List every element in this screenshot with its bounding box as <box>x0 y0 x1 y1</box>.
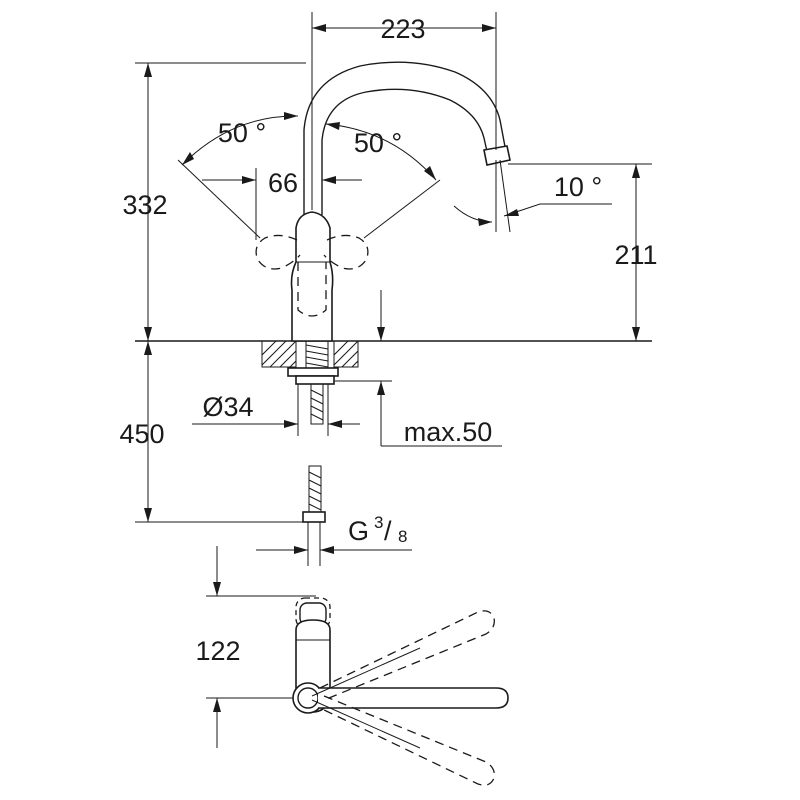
deck-section-left <box>261 340 297 368</box>
top-view-angle-line-lower <box>311 699 421 749</box>
dimension-spout-height: 211 <box>508 163 658 341</box>
dimension-thread-size-numerator: 3 <box>374 513 383 532</box>
deck-section-right <box>333 340 359 368</box>
top-view: 122 <box>195 546 509 786</box>
dimension-spout-reach: 223 <box>311 12 497 150</box>
dimension-spout-height-label: 211 <box>614 240 657 270</box>
lever-angle-line-left <box>177 159 261 239</box>
dimension-lever-spacing: 66 <box>202 168 362 240</box>
dimension-lever-angle-right: 50 ° <box>325 122 437 181</box>
dimension-lever-spacing-label: 66 <box>268 168 298 198</box>
top-view-lever-upper-dashed <box>319 610 495 701</box>
dimension-counter-thickness: max.50 <box>334 290 502 447</box>
faucet-body <box>290 211 334 342</box>
dimension-top-length: 122 <box>195 546 316 748</box>
dimension-total-height: 332 <box>122 62 306 341</box>
supply-hose-lower <box>302 465 326 566</box>
top-view-lever-lower-dashed <box>319 695 495 786</box>
threaded-shank <box>287 340 339 385</box>
dimension-lever-angle-left-label: 50 ° <box>218 118 266 148</box>
dimension-thread-size-prefix: G <box>348 516 369 546</box>
top-view-lever-center <box>318 687 509 709</box>
dimension-total-height-label: 332 <box>122 190 167 220</box>
lever-handle-right-dashed <box>323 234 369 270</box>
dimension-spout-tilt: 10 ° <box>453 159 612 233</box>
elevation-view: 223 332 50 ° 50 ° <box>119 12 658 566</box>
lever-handle-left-dashed <box>255 234 301 270</box>
dimension-thread-size: G 3 / 8 <box>256 513 412 554</box>
dimension-counter-thickness-label: max.50 <box>404 417 493 447</box>
lever-angle-line-right <box>363 179 441 239</box>
dimension-lever-angle-left: 50 ° <box>181 112 299 166</box>
dimension-spout-reach-label: 223 <box>380 14 425 44</box>
top-view-angle-line-upper <box>311 647 421 697</box>
dimension-lever-angle-right-label: 50 ° <box>354 128 402 158</box>
dimension-top-length-label: 122 <box>195 636 240 666</box>
dimension-hose-length: 450 <box>119 341 322 523</box>
dimension-thread-size-slash: / <box>384 516 392 546</box>
dimension-hole-diameter: Ø34 <box>192 384 360 436</box>
dimension-spout-tilt-label: 10 ° <box>554 172 602 202</box>
dimension-thread-size-denominator: 8 <box>398 527 407 546</box>
dimension-hose-length-label: 450 <box>119 419 164 449</box>
supply-hose-upper <box>310 383 324 425</box>
dimension-hole-diameter-label: Ø34 <box>202 392 253 422</box>
lever-handle-center-dashed <box>297 262 327 317</box>
spout <box>303 61 511 215</box>
